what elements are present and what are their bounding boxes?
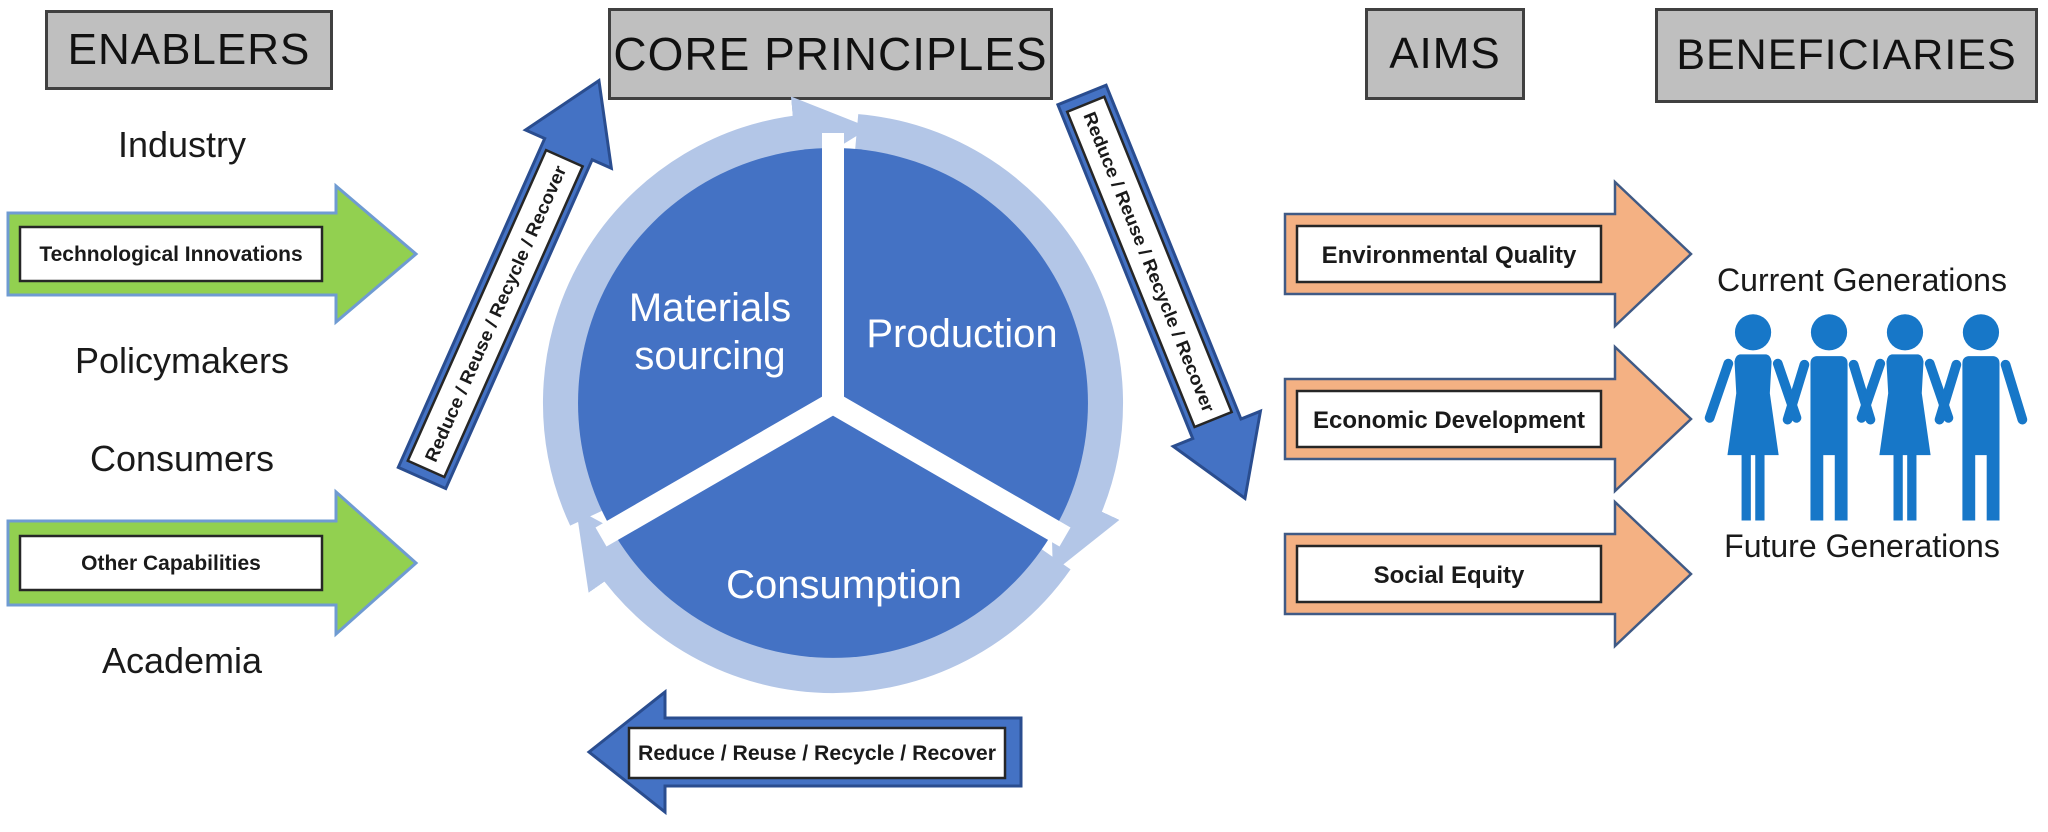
aims-arrow-social-equity: Social Equity — [1283, 499, 1693, 649]
segment-label-production: Production — [866, 312, 1057, 356]
aims-arrow-environmental-quality: Environmental Quality — [1283, 179, 1693, 329]
enabler-arrow-technological-innovations: Technological Innovations — [6, 182, 419, 326]
aims-header: AIMS — [1365, 8, 1525, 100]
aims-arrow-label: Social Equity — [1374, 562, 1525, 589]
core-cycle-diagram: Materials sourcing Production Consumptio… — [543, 96, 1123, 694]
enabler-item-consumers: Consumers — [89, 438, 275, 479]
current-generations-label: Current Generations — [1717, 262, 2007, 298]
cycle-label-left: Reduce / Reuse / Recycle / Recover — [421, 163, 570, 465]
person-man-icon — [1934, 314, 2028, 521]
enabler-item-industry: Industry — [117, 124, 247, 165]
blue-arrow-label-box — [627, 726, 1007, 780]
blue-arrow-label-box — [1065, 95, 1234, 429]
segment-label-consumption: Consumption — [726, 563, 962, 607]
enabler-item-academia: Academia — [101, 640, 263, 681]
cycle-arrow-up-left: Reduce / Reuse / Recycle / Recover — [396, 78, 614, 491]
cycle-arrow-down-right: Reduce / Reuse / Recycle / Recover — [1055, 83, 1263, 501]
cycle-label-bottom: Reduce / Reuse / Recycle / Recover — [638, 742, 996, 765]
person-woman-icon — [1704, 314, 1802, 521]
green-arrow-label-box — [18, 225, 324, 283]
orange-arrow-label-box — [1295, 224, 1603, 284]
blue-arrow-label-box — [406, 148, 585, 479]
core-principles-header: CORE PRINCIPLES — [608, 8, 1053, 100]
segment-label-materials-line2: sourcing — [634, 334, 785, 378]
orange-arrow-label-box — [1295, 389, 1603, 449]
people-group-icon — [1704, 314, 2028, 521]
aims-arrow-economic-development: Economic Development — [1283, 344, 1693, 494]
cycle-arrow-bottom: Reduce / Reuse / Recycle / Recover — [586, 688, 1023, 816]
cycle-ring-arc-right — [854, 114, 1123, 573]
future-generations-label: Future Generations — [1724, 528, 2000, 564]
enabler-arrow-other-capabilities: Other Capabilities — [6, 488, 419, 638]
orange-arrow-label-box — [1295, 544, 1603, 604]
enabler-item-policymakers: Policymakers — [74, 340, 290, 381]
green-arrow-label: Technological Innovations — [39, 243, 302, 266]
aims-arrow-label: Environmental Quality — [1322, 242, 1577, 269]
pie-segment-consumption — [612, 403, 1054, 658]
enablers-header: ENABLERS — [45, 10, 333, 90]
green-arrow-label: Other Capabilities — [81, 552, 261, 575]
aims-arrow-label: Economic Development — [1313, 407, 1585, 434]
green-arrow-label-box — [18, 534, 324, 592]
pie-dividers — [595, 133, 1071, 547]
cycle-ring-arc-bottom — [576, 508, 1071, 694]
cycle-ring-arc-left — [543, 96, 870, 526]
cycle-label-right: Reduce / Reuse / Recycle / Recover — [1079, 109, 1218, 415]
beneficiaries-header: BENEFICIARIES — [1655, 8, 2038, 103]
segment-label-materials-line1: Materials — [629, 286, 791, 330]
